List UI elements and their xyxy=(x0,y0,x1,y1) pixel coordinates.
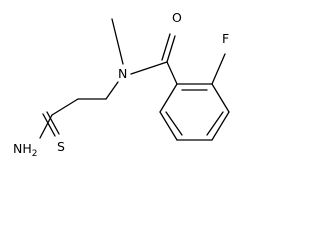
atom-n: N xyxy=(118,66,127,81)
atom-nh2: NH2 xyxy=(13,141,37,158)
double-bond-co-a xyxy=(166,35,176,63)
ring-bond-6 xyxy=(159,83,178,113)
bond-ch2b-n xyxy=(105,81,119,100)
bond-n-methyl xyxy=(111,18,124,65)
ring-inner-bond-2 xyxy=(206,111,224,136)
double-bond-cs-b xyxy=(42,113,56,137)
bond-c-ch2a xyxy=(51,98,79,116)
structure-diagram: S NH2 N O F xyxy=(13,10,230,158)
atom-o: O xyxy=(172,10,182,25)
ring-bond-3 xyxy=(211,111,230,141)
double-bond-co-b xyxy=(161,33,171,61)
double-bond-cs-a xyxy=(46,111,60,135)
bond-c-nh2 xyxy=(39,114,53,139)
ring-inner-bond-3 xyxy=(165,111,183,136)
ring-bond-2 xyxy=(211,83,230,113)
ring-bond-5 xyxy=(159,111,178,141)
atom-s: S xyxy=(57,139,65,154)
molecule-svg: S NH2 N O F xyxy=(13,10,230,158)
bond-n-carbonyl xyxy=(130,61,168,75)
bond-c-f xyxy=(211,53,226,85)
atom-f: F xyxy=(222,31,229,46)
bond-carbonyl-ring xyxy=(166,61,178,85)
